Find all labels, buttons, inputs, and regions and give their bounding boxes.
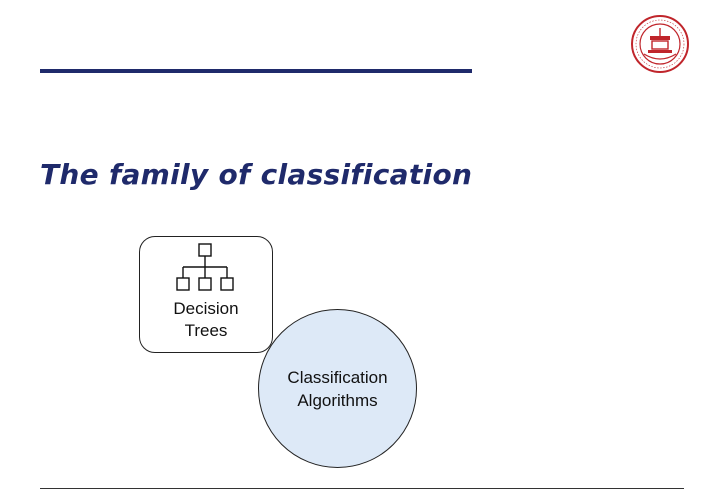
header-rule	[40, 69, 472, 73]
university-seal-icon	[631, 15, 689, 73]
decision-trees-label-line: Decision	[173, 299, 239, 318]
classification-algorithms-label: Classification Algorithms	[259, 366, 416, 412]
classification-algorithms-label-line: Classification	[287, 368, 388, 387]
footer-rule	[40, 488, 684, 489]
decision-trees-node: Decision Trees	[139, 236, 273, 353]
slide-title: The family of classification	[40, 158, 473, 191]
hierarchy-tree-icon	[176, 243, 234, 291]
decision-trees-label-line: Trees	[184, 321, 228, 340]
classification-algorithms-label-line: Algorithms	[297, 391, 378, 410]
classification-algorithms-node: Classification Algorithms	[258, 309, 417, 468]
decision-trees-label: Decision Trees	[140, 298, 272, 342]
